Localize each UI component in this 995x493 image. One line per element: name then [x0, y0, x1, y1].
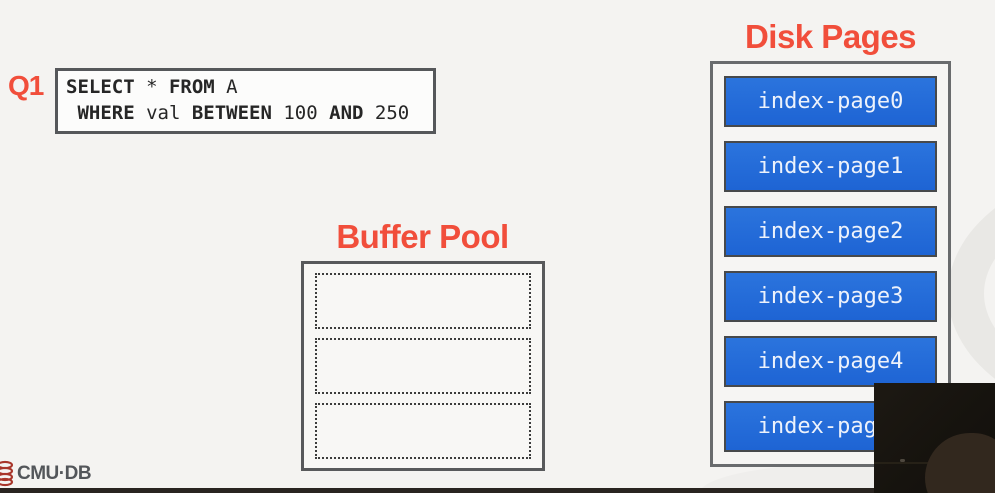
- cmu-db-spiral-icon: [0, 460, 15, 487]
- disk-page: index-page2: [724, 206, 937, 257]
- sql-text: 100: [271, 102, 330, 124]
- sql-keyword: SELECT: [66, 76, 135, 98]
- sql-line-2: WHERE val BETWEEN 100 AND 250: [66, 100, 425, 126]
- disk-page-label: index-page0: [757, 89, 904, 114]
- sql-keyword: FROM: [168, 76, 215, 98]
- sql-keyword: AND: [329, 102, 364, 124]
- sql-line-1: SELECT * FROM A: [66, 74, 425, 100]
- disk-page-label: index-page1: [757, 154, 904, 179]
- buffer-frame-empty: [315, 338, 531, 394]
- sql-keyword: WHERE: [66, 102, 135, 124]
- sql-text: val: [134, 102, 192, 124]
- sql-query-box: SELECT * FROM A WHERE val BETWEEN 100 AN…: [55, 68, 436, 134]
- cmu-db-logo-text: CMU·DB: [17, 462, 92, 484]
- presenter-webcam-overlay: [874, 383, 995, 493]
- cmu-db-logo: CMU·DB: [0, 460, 92, 487]
- sql-keyword: BETWEEN: [191, 102, 272, 124]
- query-label: Q1: [8, 70, 44, 101]
- webcam-highlight-speck: [900, 459, 905, 462]
- disk-page: index-page0: [724, 76, 937, 127]
- sql-text: A: [214, 76, 238, 98]
- slide-bottom-bar: [0, 488, 995, 493]
- disk-page: index-page4: [724, 336, 937, 387]
- disk-pages-container: index-page0 index-page1 index-page2 inde…: [710, 61, 951, 467]
- disk-page: index-page1: [724, 141, 937, 192]
- presenter-head: [925, 433, 995, 493]
- disk-page: index-page3: [724, 271, 937, 322]
- sql-text: 250: [363, 102, 410, 124]
- buffer-pool-title: Buffer Pool: [336, 218, 509, 255]
- disk-page-label: index-page2: [757, 219, 904, 244]
- sql-text: *: [134, 76, 169, 98]
- disk-page-label: index-page3: [757, 284, 904, 309]
- buffer-frame-empty: [315, 403, 531, 459]
- disk-page-label: index-page4: [757, 349, 904, 374]
- buffer-pool-container: [301, 261, 545, 471]
- buffer-frame-empty: [315, 273, 531, 329]
- disk-pages-title: Disk Pages: [744, 18, 917, 55]
